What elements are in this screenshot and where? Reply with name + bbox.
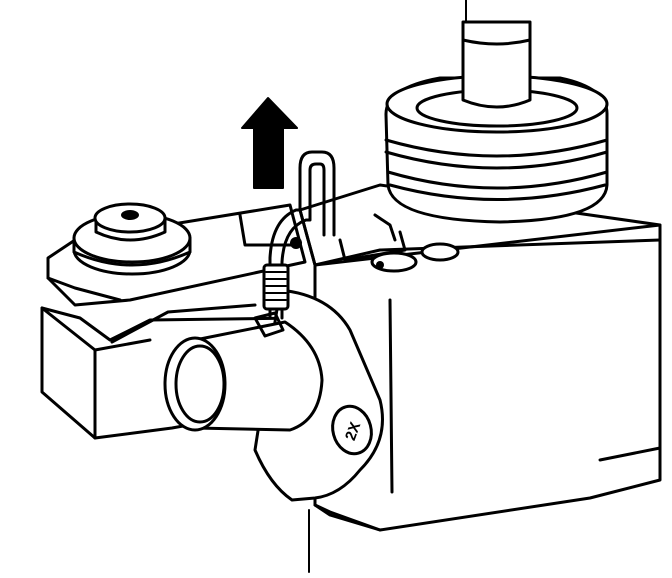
left-bracket: [46, 202, 307, 307]
top-bolts: [370, 242, 460, 273]
up-arrow-icon: [241, 97, 298, 189]
part-stamp: 2X: [331, 404, 373, 456]
housing-top-plate: [338, 213, 407, 262]
shaft: [461, 0, 532, 109]
stamp-label: 2X: [342, 420, 364, 443]
wire-clip: [262, 150, 336, 320]
